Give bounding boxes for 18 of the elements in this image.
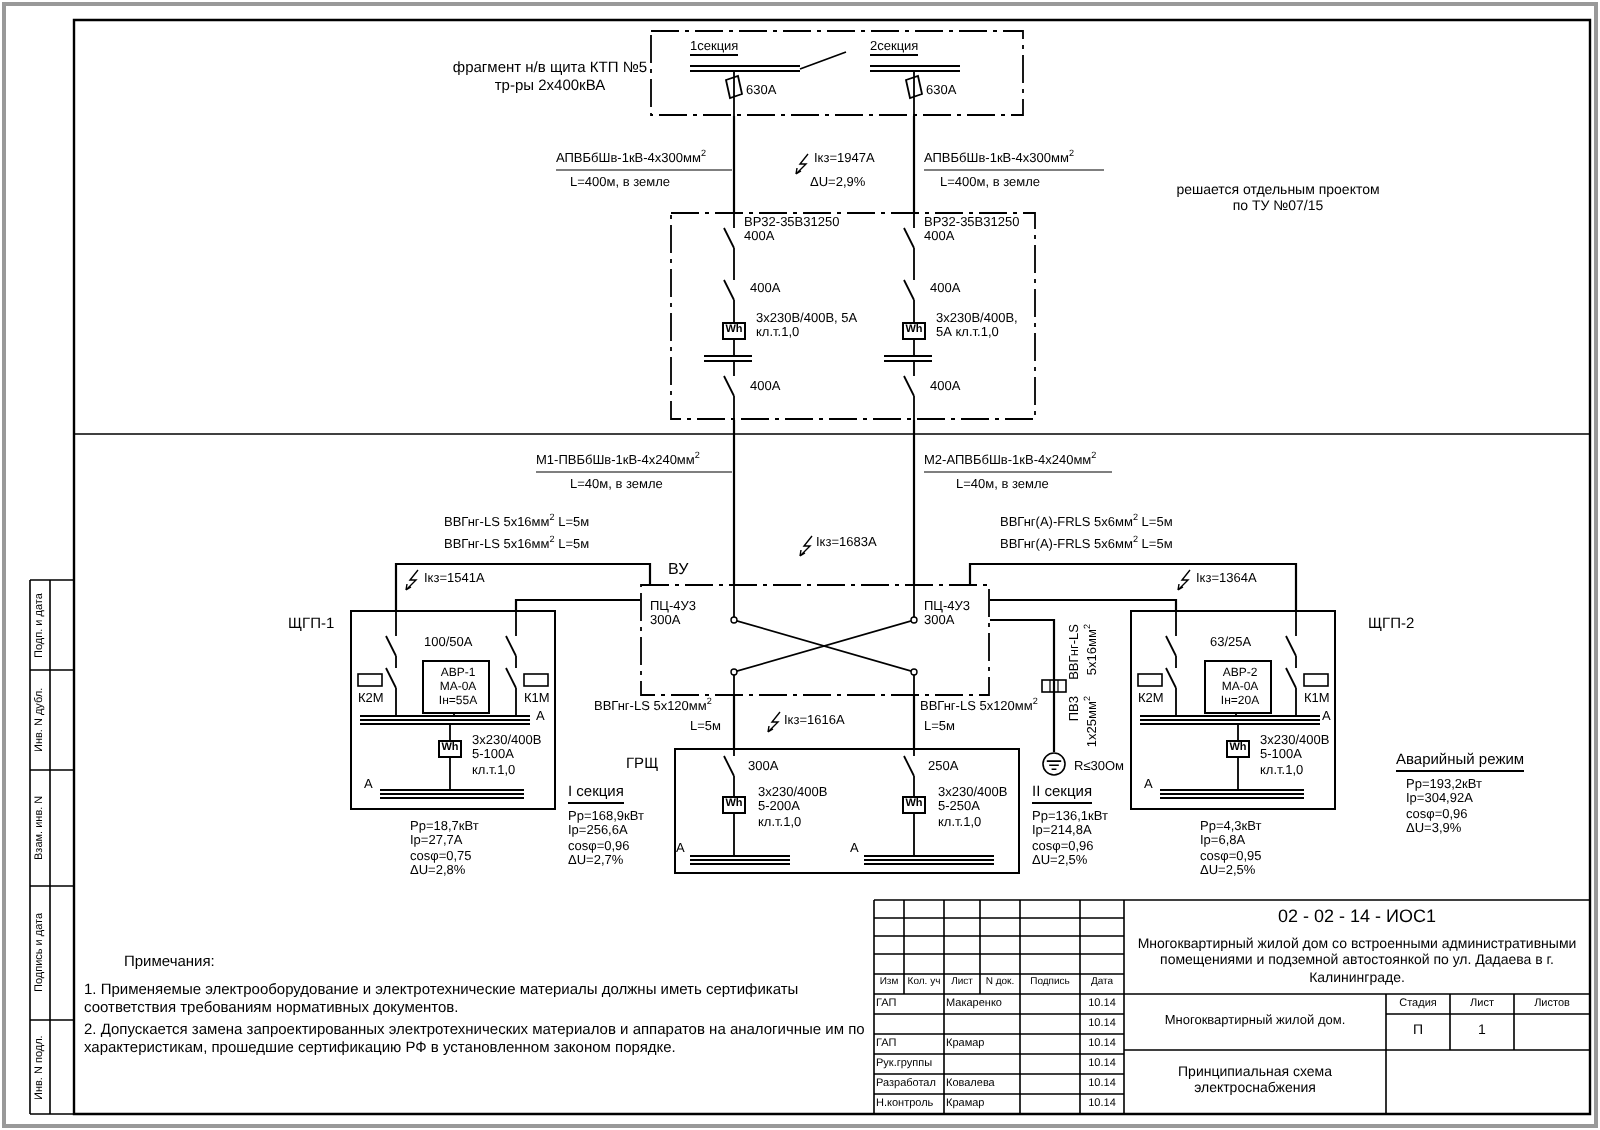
cable-line — [912, 420, 916, 584]
panel-title: ВУ — [668, 560, 689, 579]
cable-line — [732, 116, 736, 212]
cable-line — [990, 598, 1178, 610]
transfer-switch-box — [1204, 660, 1272, 714]
cable-line — [968, 562, 1298, 610]
cable-line — [912, 696, 916, 748]
transfer-switch-box — [422, 660, 490, 714]
cable-line — [732, 420, 736, 584]
cable-line — [732, 696, 736, 748]
cable-line — [912, 116, 916, 212]
ground-electrode-symbol — [1042, 752, 1066, 776]
metering-panel — [670, 212, 1036, 420]
drawing-code: 02 - 02 - 14 - ИОС1 — [1275, 903, 1438, 930]
transformer-substation-panel — [650, 30, 1024, 116]
cable-line — [514, 598, 640, 610]
cable-line — [990, 618, 1056, 752]
cable-line — [394, 562, 652, 610]
